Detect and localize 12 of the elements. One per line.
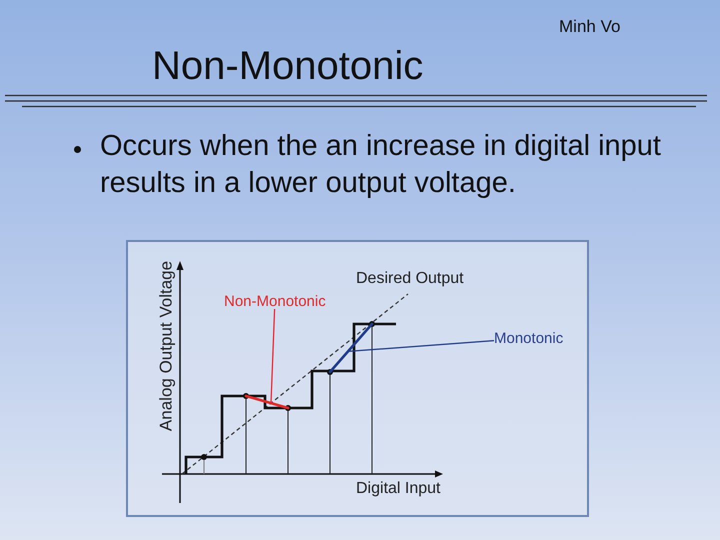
leader-line [270,308,276,404]
axis-title: Digital Input [356,481,440,497]
leader-line [348,340,494,352]
highlight-segment [244,394,290,410]
callout-label: Non-Monotonic [224,294,326,309]
axis-title: Analog Output Voltage [158,260,174,432]
callout-label: Monotonic [494,330,564,346]
curve-label: Desired Output [356,270,464,286]
author-name: Minh Vo [559,18,620,35]
highlight-segment [328,322,374,374]
slide-title: Non-Monotonic [152,46,424,86]
bullet-text: Occurs when the an increase in digital input results in a lower output voltage. [100,129,662,201]
